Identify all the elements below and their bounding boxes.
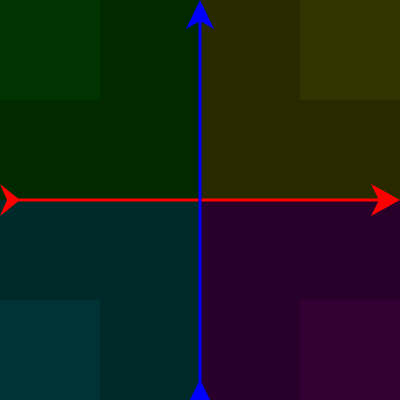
quadrant-bottom-right-tile (200, 300, 300, 400)
quadrant-top-right-tile (300, 100, 400, 200)
quadrant-bottom-right-tile (300, 200, 400, 300)
arrowhead-right-icon (371, 184, 400, 216)
quadrant-bottom-left-tile (100, 300, 200, 400)
quadrant-bottom-right-tile (200, 200, 300, 300)
quadrant-top-right-tile (200, 0, 300, 100)
quadrant-top-left-corner-tile (0, 0, 100, 100)
quadrant-bottom-right-corner-tile (300, 300, 400, 400)
quadrant-bottom-left-tile (100, 200, 200, 300)
quadrant-bottom-left-tile (0, 200, 100, 300)
quadrant-top-left-tile (100, 100, 200, 200)
arrowhead-up-icon (186, 0, 214, 29)
quadrant-bottom-left-corner-tile (0, 300, 100, 400)
quadrant-top-left-tile (0, 100, 100, 200)
arrowhead-left-icon (0, 184, 20, 216)
quadrant-top-left-tile (100, 0, 200, 100)
quadrant-top-right-tile (200, 100, 300, 200)
quadrant-top-right-corner-tile (300, 0, 400, 100)
arrowhead-up-icon (189, 379, 211, 400)
